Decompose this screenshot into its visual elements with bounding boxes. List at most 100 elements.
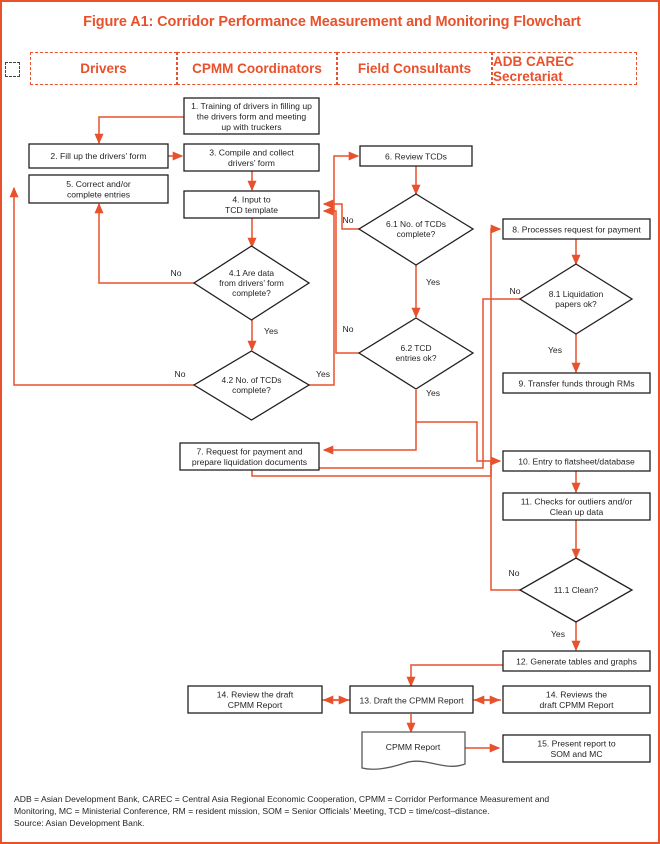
node-line: the drivers form and meeting (197, 112, 307, 122)
swimlane-label: CPMM Coordinators (192, 61, 322, 76)
swimlane-label: Drivers (80, 61, 127, 76)
node-line: Clean up data (550, 507, 604, 517)
node-line: 4.1 Are data (229, 268, 275, 278)
node-line: entries ok? (396, 353, 437, 363)
node-line: prepare liquidation documents (192, 457, 307, 467)
edge-61-no-to-4 (322, 199, 360, 230)
node-line: 6.1 No. of TCDs (386, 219, 446, 229)
edge-label-61-no: No (343, 215, 354, 225)
node-line: 6. Review TCDs (385, 152, 447, 162)
edge-1-to-2 (94, 116, 184, 145)
node-line: up with truckers (221, 122, 281, 132)
node-15-present-report-som-mc[interactable]: 15. Present report to SOM and MC (502, 734, 651, 763)
edge-label-group: No Yes No Yes No Yes No Yes No Yes No Ye… (171, 215, 566, 639)
page-title: Figure A1: Corridor Performance Measurem… (83, 14, 581, 30)
node-111-clean[interactable]: 11.1 Clean? (518, 557, 634, 623)
footer-notes: ADB = Asian Development Bank, CAREC = Ce… (14, 794, 650, 830)
swimlane-label: Field Consultants (357, 61, 472, 76)
edge-42-yes-to-6 (309, 151, 360, 386)
node-line: 12. Generate tables and graphs (516, 657, 637, 667)
edge-label-81-yes: Yes (548, 345, 562, 355)
node-line: 4.2 No. of TCDs (222, 375, 282, 385)
node-8-processes-request-payment[interactable]: 8. Processes request for payment (502, 218, 651, 240)
node-1-training-drivers[interactable]: 1. Training of drivers in filling up the… (183, 97, 320, 135)
node-line: CPMM Report (228, 700, 283, 710)
node-2-fill-drivers-form[interactable]: 2. Fill up the drivers’ form (28, 143, 169, 169)
corner-marker-icon (5, 62, 20, 77)
node-line: 11.1 Clean? (554, 585, 599, 595)
node-line: from drivers’ form (219, 278, 284, 288)
node-81-liquidation-papers-ok[interactable]: 8.1 Liquidation papers ok? (518, 263, 634, 335)
node-6-review-tcds[interactable]: 6. Review TCDs (359, 145, 473, 167)
node-line: complete? (232, 288, 271, 298)
node-62-tcd-entries-ok[interactable]: 6.2 TCD entries ok? (357, 317, 475, 390)
node-line: SOM and MC (550, 749, 602, 759)
node-line: 5. Correct and/or (66, 179, 131, 189)
node-line: 9. Transfer funds through RMs (518, 379, 634, 389)
node-41-are-data-complete[interactable]: 4.1 Are data from drivers’ form complete… (192, 245, 311, 321)
edge-111-no-to-10 (490, 461, 529, 591)
swimlane-header-cpmm-coordinators: CPMM Coordinators (177, 52, 337, 85)
node-line: 8.1 Liquidation (549, 289, 604, 299)
node-line: 1. Training of drivers in filling up (191, 101, 312, 111)
connectors (9, 116, 581, 753)
node-10-entry-flatsheet-database[interactable]: 10. Entry to flatsheet/database (502, 450, 651, 472)
node-42-no-of-tcds-complete[interactable]: 4.2 No. of TCDs complete? (192, 350, 311, 421)
edge-label-111-yes: Yes (551, 629, 565, 639)
node-line: 14. Reviews the (546, 690, 607, 700)
node-line: 2. Fill up the drivers’ form (50, 151, 146, 161)
node-3-compile-collect-forms[interactable]: 3. Compile and collect drivers’ form (183, 143, 320, 172)
node-61-no-of-tcds-complete[interactable]: 6.1 No. of TCDs complete? (357, 193, 475, 266)
node-4-input-tcd-template[interactable]: 4. Input to TCD template (183, 190, 320, 219)
node-14b-reviews-draft-cpmm-report[interactable]: 14. Reviews the draft CPMM Report (502, 685, 651, 714)
node-line: 6.2 TCD (400, 343, 431, 353)
edge-62-yes-to-7 (322, 390, 417, 455)
edge-label-41-no: No (171, 268, 182, 278)
swimlane-header-field-consultants: Field Consultants (337, 52, 492, 85)
node-line: complete entries (67, 190, 130, 200)
node-12-generate-tables-graphs[interactable]: 12. Generate tables and graphs (502, 650, 651, 672)
node-13-draft-cpmm-report[interactable]: 13. Draft the CPMM Report (349, 685, 474, 714)
node-line: complete? (397, 229, 436, 239)
swimlane-header-drivers: Drivers (30, 52, 177, 85)
footer-abbrev-line2: Monitoring, MC = Ministerial Conference,… (14, 805, 490, 816)
edge-label-42-yes: Yes (316, 369, 330, 379)
node-line: 4. Input to (232, 195, 270, 205)
edge-label-111-no: No (509, 568, 520, 578)
node-line: 13. Draft the CPMM Report (359, 696, 464, 706)
edge-62-no-to-4 (322, 206, 360, 354)
edge-62-yes-to-10 (416, 421, 502, 466)
node-line: complete? (232, 385, 271, 395)
node-14a-review-draft-cpmm-report[interactable]: 14. Review the draft CPMM Report (187, 685, 323, 714)
node-line: 11. Checks for outliers and/or (521, 497, 633, 507)
edge-label-42-no: No (175, 369, 186, 379)
edge-label-62-no: No (343, 324, 354, 334)
node-9-transfer-funds-rms[interactable]: 9. Transfer funds through RMs (502, 372, 651, 394)
edge-12-to-13 (406, 664, 503, 688)
node-line: 14. Review the draft (217, 690, 294, 700)
footer-source: Source: Asian Development Bank. (14, 817, 145, 828)
edge-label-41-yes: Yes (264, 326, 278, 336)
node-line: TCD template (225, 205, 278, 215)
node-line: drivers’ form (228, 158, 275, 168)
node-7-request-payment-liquidation[interactable]: 7. Request for payment and prepare liqui… (179, 442, 320, 471)
footer-abbrev-line1: ADB = Asian Development Bank, CAREC = Ce… (14, 794, 550, 804)
node-line: 3. Compile and collect (209, 148, 294, 158)
node-document-cpmm-report[interactable]: CPMM Report (361, 731, 466, 770)
swimlane-label: ADB CAREC Secretariat (493, 53, 574, 84)
edge-41-no-to-5 (94, 202, 195, 284)
node-line: papers ok? (555, 299, 597, 309)
node-11-checks-outliers-clean-up[interactable]: 11. Checks for outliers and/or Clean up … (502, 492, 651, 521)
node-line: 7. Request for payment and (196, 447, 302, 457)
node-line: CPMM Report (386, 742, 441, 752)
swimlane-header-adb-carec-secretariat: ADB CAREC Secretariat (492, 52, 637, 85)
node-line: 10. Entry to flatsheet/database (518, 457, 635, 467)
node-line: 8. Processes request for payment (512, 225, 641, 235)
node-5-correct-complete-entries[interactable]: 5. Correct and/or complete entries (28, 174, 169, 204)
edge-label-62-yes: Yes (426, 388, 440, 398)
edge-label-81-no: No (510, 286, 521, 296)
edge-label-61-yes: Yes (426, 277, 440, 287)
edge-42-no-to-5 (9, 186, 195, 386)
